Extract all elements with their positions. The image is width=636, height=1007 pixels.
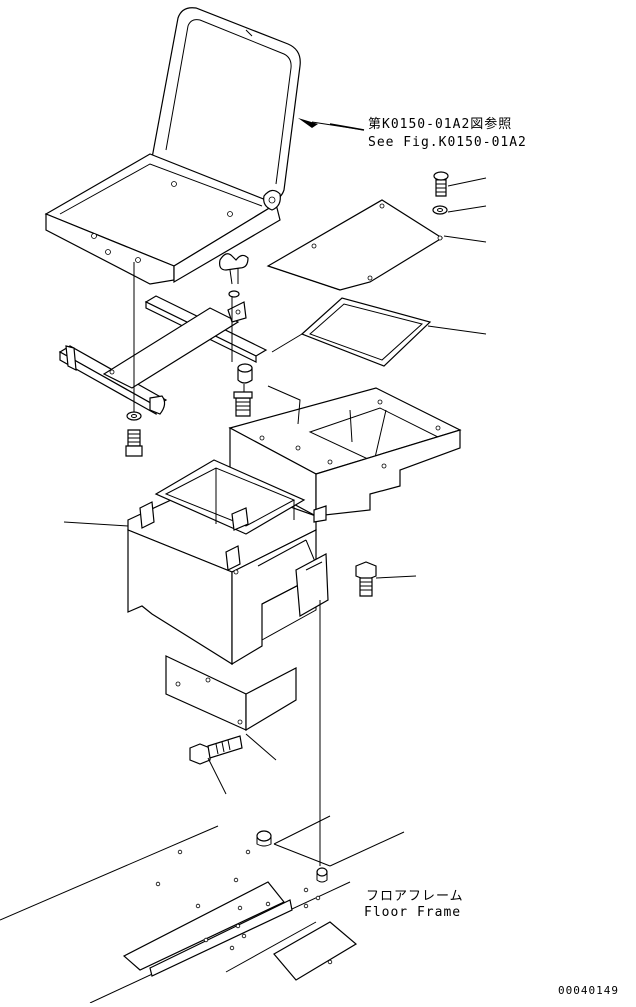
cover-plate [266, 199, 444, 291]
reference-label-en: See Fig.K0150-01A2 [368, 135, 527, 150]
bolt-left [125, 429, 143, 457]
reference-label-jp: 第K0150-01A2図参照 [368, 117, 513, 132]
cover-seal [271, 297, 432, 367]
operator-seat [44, 7, 301, 285]
washer-top-right [432, 205, 448, 215]
collar-spacer [237, 363, 253, 384]
floor-frame [0, 815, 405, 1004]
side-cover-plate [165, 655, 297, 732]
floor-frame-label-en: Floor Frame [364, 905, 462, 920]
bolt-lower-left [189, 735, 243, 765]
washer-left [126, 411, 142, 421]
seat-rail-bracket [58, 295, 268, 416]
leader-lines [63, 118, 487, 866]
bolt-side-right [355, 561, 377, 597]
drawing-number: 00040149 [558, 984, 619, 997]
floor-frame-label-jp: フロアフレーム [366, 889, 464, 904]
bolt-under-seat [233, 391, 253, 417]
wing-bolt [219, 253, 249, 298]
upper-frame [228, 387, 462, 518]
screw-top-right [433, 171, 449, 197]
